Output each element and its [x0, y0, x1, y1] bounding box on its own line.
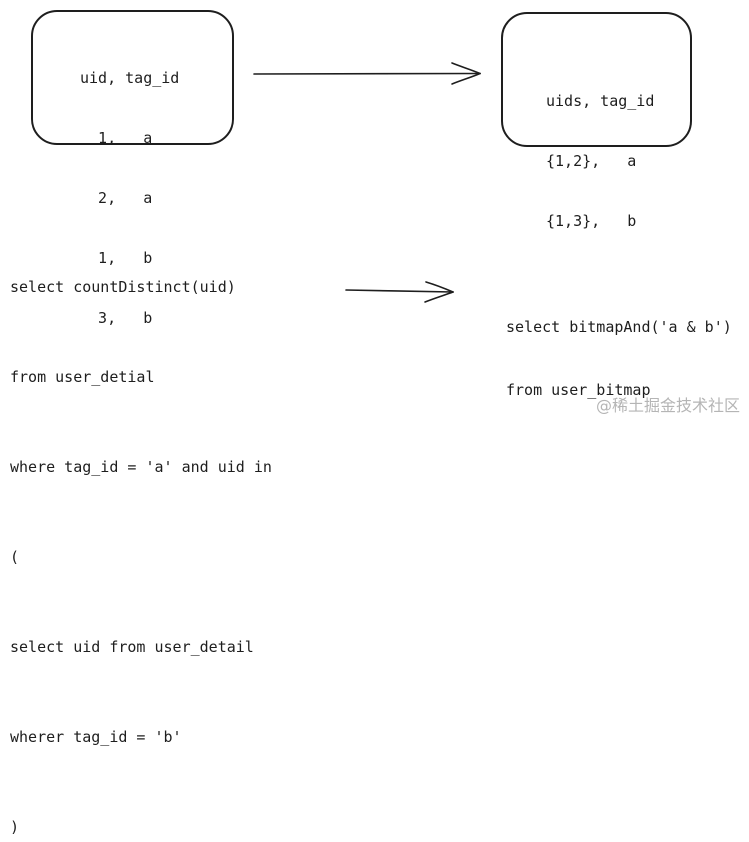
source-table-box [31, 10, 234, 145]
bitmap-table-row: {1,2}, a [546, 152, 637, 170]
sql-line: select bitmapAnd('a & b') [506, 318, 732, 336]
bottom-arrow-icon [345, 281, 454, 303]
bitmap-table-text: uids, tag_id {1,2}, a {1,3}, b [546, 51, 654, 251]
source-table-row: 3, b [80, 309, 153, 327]
source-table-row: 2, a [80, 189, 153, 207]
sql-line: wherer tag_id = 'b' [10, 728, 182, 746]
sql-line: from user_detial [10, 368, 155, 386]
source-table-text: uid, tag_id 1, a 2, a 1, b 3, b [80, 28, 179, 348]
top-arrow-icon [253, 62, 481, 85]
source-table-row: 1, a [80, 129, 153, 147]
sql-line: ( [10, 548, 20, 566]
sql-line: ) [10, 818, 20, 836]
sql-line: from user_bitmap [506, 381, 651, 399]
source-table-header: uid, tag_id [80, 69, 180, 87]
source-table-row: 1, b [80, 249, 153, 267]
bitmap-sql-query: select bitmapAnd('a & b') from user_bitm… [506, 275, 732, 422]
sql-line: select uid from user_detail [10, 638, 254, 656]
sql-line: where tag_id = 'a' and uid in [10, 458, 272, 476]
watermark: @稀土掘金技术社区 [596, 396, 741, 415]
original-sql-query: select countDistinct(uid) from user_deti… [10, 212, 272, 842]
bitmap-table-row: {1,3}, b [546, 212, 637, 230]
bitmap-table-box [501, 12, 692, 147]
sql-line: select countDistinct(uid) [10, 278, 236, 296]
bitmap-table-header: uids, tag_id [546, 92, 655, 110]
